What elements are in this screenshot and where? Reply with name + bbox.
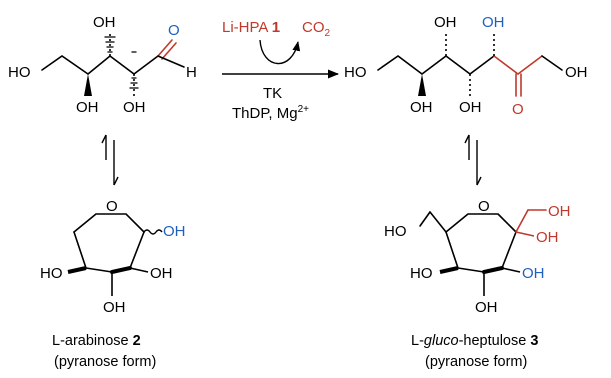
arabinose-bond-ho bbox=[67, 266, 87, 274]
byproduct-label: CO2 bbox=[302, 19, 331, 39]
heptulose-form: (pyranose form) bbox=[425, 354, 527, 370]
substrate-ho-left: HO bbox=[8, 64, 31, 81]
arabinose-form: (pyranose form) bbox=[54, 354, 156, 370]
heptulose-ho: HO bbox=[384, 223, 407, 240]
arabinose-oh-right: OH bbox=[150, 265, 173, 282]
heptulose-ho-left: HO bbox=[410, 265, 433, 282]
enzyme-label: TK bbox=[263, 85, 282, 102]
product-keto-oxygen: O bbox=[512, 101, 524, 118]
arabinose-bond-oh-right bbox=[129, 267, 149, 273]
heptulose-anomeric-oh: OH bbox=[536, 229, 559, 246]
equilibrium-right bbox=[464, 134, 482, 186]
substrate-aldehyde-oxygen: O bbox=[168, 22, 180, 39]
curved-arrow bbox=[259, 39, 301, 65]
product-oh-right: OH bbox=[565, 64, 588, 81]
reaction-arrow-group: Li-HPA 1 CO2 TK ThDP, Mg2+ bbox=[222, 19, 340, 122]
reagent-label: Li-HPA 1 bbox=[222, 19, 280, 36]
substrate-oh-bottom-2: OH bbox=[123, 99, 146, 116]
heptulose-bond-oh-right bbox=[501, 267, 521, 273]
heptulose-name: L-gluco-heptulose 3 bbox=[411, 333, 538, 349]
heptulose-bond-anomeric-oh bbox=[515, 231, 535, 237]
equilibrium-left bbox=[101, 134, 119, 186]
substrate-oh-bottom-1: OH bbox=[76, 99, 99, 116]
substrate-aldehyde-h: H bbox=[186, 64, 197, 81]
arabinose-ring-oxygen: O bbox=[106, 198, 118, 215]
product-oh-top-2: OH bbox=[482, 14, 505, 31]
substrate-open-chain: HO OH OH OH O H bbox=[8, 14, 197, 116]
cofactor-label: ThDP, Mg2+ bbox=[232, 104, 309, 122]
product-ho-left: HO bbox=[344, 64, 367, 81]
heptulose-ring-oxygen: O bbox=[478, 198, 490, 215]
heptulose-pyranose: HO O OH OH HO OH OH L-gluco-heptulose 3 … bbox=[384, 198, 571, 370]
product-oh-bottom-1: OH bbox=[410, 99, 433, 116]
substrate-skeleton bbox=[41, 36, 185, 89]
heptulose-bond-ho-left bbox=[439, 266, 459, 274]
product-oh-bottom-2: OH bbox=[459, 99, 482, 116]
product-wedge-c6 bbox=[418, 74, 426, 96]
arabinose-pyranose: O OH HO OH OH L-arabinose 2 (pyranose fo… bbox=[40, 198, 186, 370]
product-oh-top-1: OH bbox=[434, 14, 457, 31]
anomeric-wavy-bond bbox=[143, 229, 163, 235]
product-open-chain: HO OH OH OH OH O OH bbox=[344, 14, 588, 118]
arabinose-oh-bottom: OH bbox=[103, 299, 126, 316]
arabinose-anomeric-oh: OH bbox=[163, 223, 186, 240]
arabinose-ho: HO bbox=[40, 265, 63, 282]
heptulose-ch2oh: OH bbox=[548, 203, 571, 220]
arabinose-name: L-arabinose 2 bbox=[52, 333, 141, 349]
substrate-wedge-c4 bbox=[84, 74, 92, 96]
heptulose-oh-right: OH bbox=[522, 265, 545, 282]
heptulose-oh-bottom: OH bbox=[475, 299, 498, 316]
substrate-oh-top-1: OH bbox=[93, 14, 116, 31]
